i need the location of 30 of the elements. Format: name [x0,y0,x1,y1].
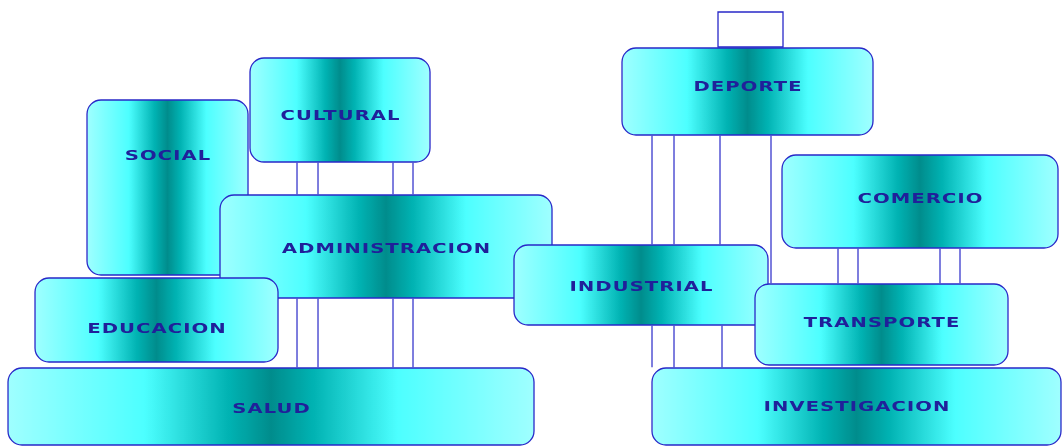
connector-line [296,162,298,195]
connector-line [392,162,394,195]
rounded-box: TRANSPORTE [754,283,1009,366]
rounded-box: INDUSTRIAL [513,244,769,326]
connector-line [651,135,653,245]
connector-line [392,298,394,368]
connector-line [939,248,941,284]
rounded-box: COMERCIO [781,154,1059,249]
rounded-box: SOCIAL [86,99,249,276]
rounded-box: SALUD [7,367,535,446]
connector-line [719,135,721,245]
connector-line [857,248,859,284]
connector-line [412,298,414,368]
connector-line [317,162,319,195]
rounded-box: ADMINISTRACION [219,194,553,299]
connector-line [770,135,772,284]
connector-line [673,325,675,368]
connector-line [721,325,723,368]
rounded-box: EDUCACION [34,277,279,363]
rounded-box: CULTURAL [249,57,431,163]
connector-line [837,248,839,284]
rounded-box: DEPORTE [621,47,874,136]
connector-line [317,298,319,368]
connector-line [651,325,653,368]
connector-line [412,162,414,195]
rounded-box: INVESTIGACION [651,367,1062,446]
rectangle-shape [717,11,784,48]
connector-line [959,248,961,284]
connector-line [296,298,298,368]
connector-line [673,135,675,245]
